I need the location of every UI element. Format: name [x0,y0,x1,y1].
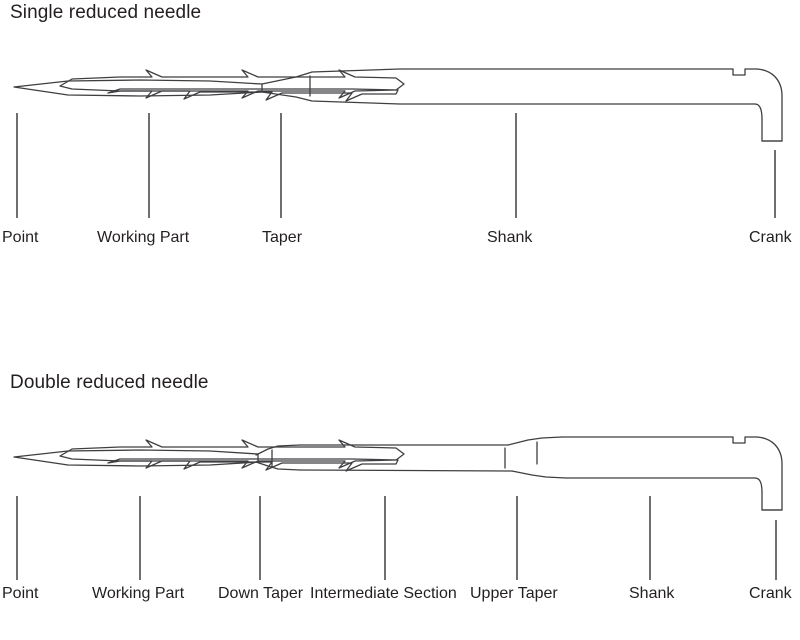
needle-crank-notch-single [732,68,758,76]
needle-drawing-single [13,68,783,218]
label-upper-taper-double: Upper Taper [470,585,558,602]
diagram-single-reduced-needle: Single reduced needle [0,0,800,300]
needle-crank-notch-double [732,436,758,444]
needle-drawing-double [13,436,783,580]
label-working-part-double: Working Part [92,585,185,602]
needle-point-double [13,449,259,467]
label-shank-double: Shank [629,585,675,602]
needle-barbs-lower-double [107,458,399,472]
label-working-part-single: Working Part [97,229,190,246]
label-point-double: Point [2,585,39,602]
leader-lines-single [16,113,776,218]
needle-crank-outer-single [756,68,783,142]
needle-crank-inner-double [754,477,763,493]
leader-lines-double [16,496,777,580]
needle-upper-taper-upper-double [507,436,563,446]
needle-crank-inner-single [754,103,763,120]
label-down-taper-double: Down Taper [218,585,304,602]
label-taper-single: Taper [262,229,303,246]
needle-intermediate-lower-double [299,469,513,472]
diagram-title-double: Double reduced needle [10,372,209,393]
label-row-single: Point Working Part Taper Shank Crank [0,228,800,250]
needle-down-taper-upper-double [255,444,301,456]
needle-taper-lower-single [261,91,401,105]
needle-taper-single [261,68,401,85]
diagram-title-single: Single reduced needle [10,2,202,23]
label-crank-double: Crank [749,585,792,602]
needle-point-single [13,79,263,97]
needle-upper-taper-lower-double [511,470,567,479]
label-shank-single: Shank [487,229,533,246]
label-crank-single: Crank [749,229,792,246]
label-row-double: Point Working Part Down Taper Intermedia… [0,584,800,606]
needle-barbs-lower-single [107,88,399,102]
diagram-double-reduced-needle: Double reduced needle [0,370,800,640]
label-point-single: Point [2,229,39,246]
needle-down-taper-lower-double [255,461,301,471]
needle-crank-outer-double [756,436,783,511]
label-intermediate-section-double: Intermediate Section [310,585,457,602]
